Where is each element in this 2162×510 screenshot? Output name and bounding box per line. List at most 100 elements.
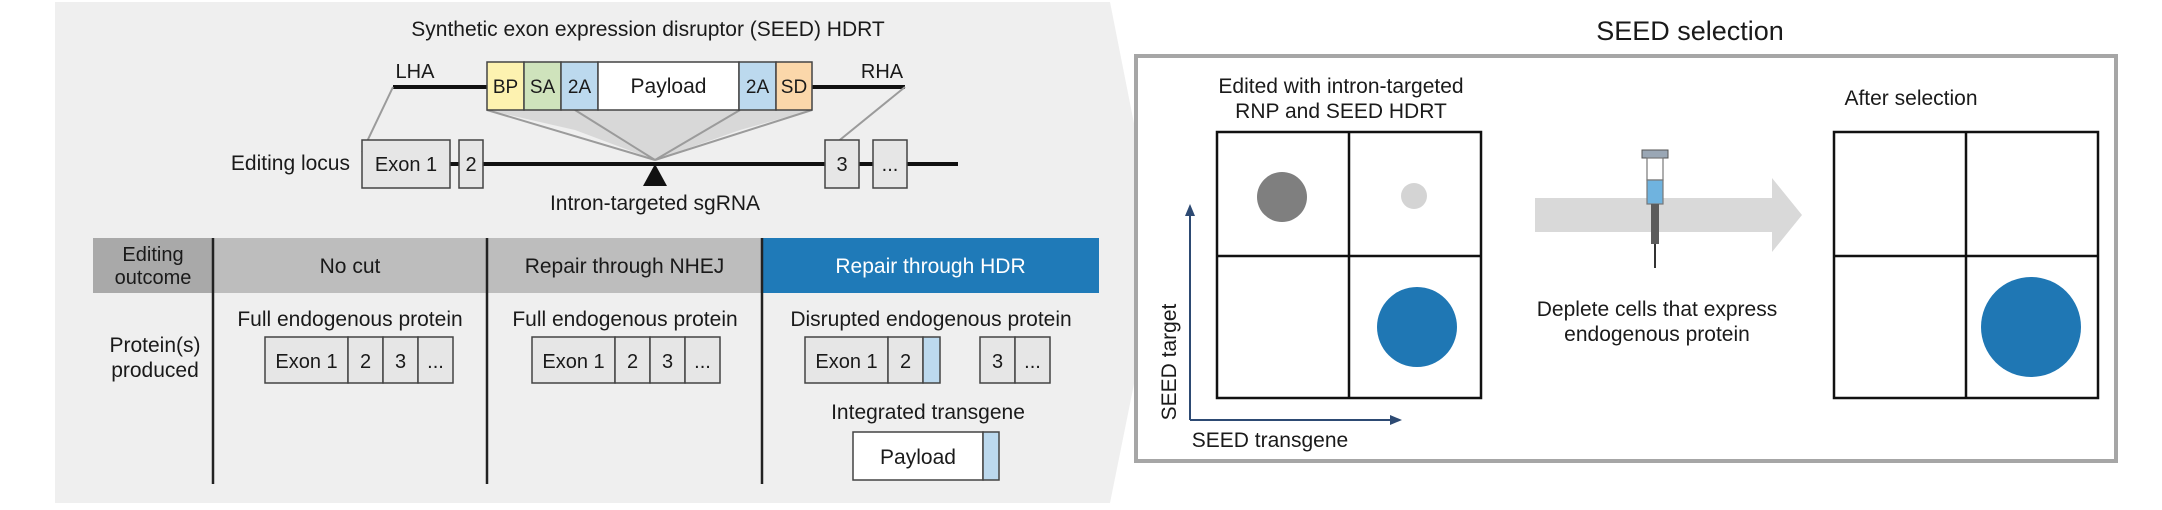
integrated-transgene-label: Integrated transgene — [831, 401, 1025, 424]
protein-exon-1-label: Exon 1 — [275, 351, 337, 373]
left-plot-caption-line-2: RNP and SEED HDRT — [1235, 100, 1447, 123]
population-seed-edited — [1377, 287, 1457, 367]
population-endogenous-only — [1257, 172, 1307, 222]
y-axis-label: SEED target — [1158, 303, 1181, 420]
protein-exon-2 — [347, 336, 384, 384]
protein-exon-3 — [382, 336, 419, 384]
x-axis-arrowhead — [1390, 415, 1402, 425]
deplete-caption-line-1: Deplete cells that express — [1537, 298, 1777, 321]
protein-exon-1 — [804, 336, 889, 384]
wedge-line-inner-left — [574, 109, 656, 161]
locus-exon-1 — [361, 139, 451, 189]
table-header-hdr-label: Repair through HDR — [835, 255, 1025, 278]
integrated-payload — [852, 431, 984, 481]
lha-label: LHA — [396, 61, 436, 83]
hdrt-segment-bp-label: BP — [493, 77, 518, 98]
population-seed-edited-enriched — [1981, 277, 2081, 377]
table-row-header-cell — [93, 238, 213, 293]
editing-locus-label: Editing locus — [231, 152, 350, 175]
hdrt-segment-sd — [775, 61, 813, 111]
protein-exon-3 — [649, 336, 686, 384]
hdrt-segment-sd-label: SD — [781, 77, 807, 98]
table-header-nhej-label: Repair through NHEJ — [525, 255, 725, 278]
table-row-label-line-1: Protein(s) — [109, 334, 200, 357]
locus-exon-3 — [824, 139, 860, 189]
protein-exon-2-label: 2 — [627, 351, 638, 373]
hdrt-segment-2a-right — [738, 61, 777, 111]
locus-exon-3-label: 3 — [836, 154, 847, 176]
hdrt-segment-payload — [597, 61, 740, 111]
sgrna-cut-site-marker — [643, 164, 667, 186]
table-header-no-cut-label: No cut — [320, 255, 381, 278]
sgrna-label: Intron-targeted sgRNA — [550, 192, 760, 215]
protein-exon-3-label: 3 — [395, 351, 406, 373]
syringe-barrel-liquid — [1646, 179, 1664, 205]
protein-exon-1 — [264, 336, 349, 384]
hdrt-segment-2a-right-label: 2A — [746, 77, 770, 98]
protein-more-exons-label: ... — [427, 351, 444, 373]
hdrt-segment-2a-left-label: 2A — [568, 77, 592, 98]
table-header-nhej — [487, 238, 762, 293]
syringe-hub — [1651, 204, 1659, 244]
protein-more-exons — [1014, 336, 1051, 384]
left-plot-caption-line-1: Edited with intron-targeted — [1218, 75, 1463, 98]
hdrt-segment-sa-label: SA — [530, 77, 556, 98]
right-plot-caption: After selection — [1844, 87, 1977, 110]
locus-more-exons-label: ... — [882, 154, 899, 176]
protein-exon-2-label: 2 — [360, 351, 371, 373]
insertion-wedge — [487, 110, 812, 160]
hdrt-segment-sa — [523, 61, 562, 111]
table-header-hdr — [762, 238, 1099, 293]
protein-exon-1 — [531, 336, 616, 384]
integrated-payload-label: Payload — [880, 446, 956, 469]
protein-more-exons-label: ... — [694, 351, 711, 373]
depletion-arrow — [1535, 178, 1802, 252]
protein-exon-3-label: 3 — [992, 351, 1003, 373]
wedge-line-inner-right — [654, 109, 741, 161]
rha-label: RHA — [861, 61, 904, 83]
hdrt-segment-payload-label: Payload — [631, 75, 707, 98]
nhej-protein: Exon 1 2 3 ... — [531, 336, 721, 384]
locus-exon-2 — [458, 139, 484, 189]
table-row-header-line-2: outcome — [115, 267, 192, 289]
deplete-caption-line-2: endogenous protein — [1564, 323, 1750, 346]
hdrt-title: Synthetic exon expression disruptor (SEE… — [411, 18, 885, 41]
protein-more-exons — [417, 336, 454, 384]
table-row-label-line-2: produced — [111, 359, 199, 382]
hdr-disrupted-protein: Exon 1 2 3 ... — [804, 336, 1051, 384]
locus-exon-2-label: 2 — [465, 154, 476, 176]
hdr-protein-subtitle: Disrupted endogenous protein — [790, 308, 1071, 331]
hdrt-segment-bp — [486, 61, 525, 111]
protein-exon-2-label: 2 — [900, 351, 911, 373]
after-selection-quadrant-plot — [1832, 130, 2100, 400]
locus-more-exons — [872, 139, 908, 189]
protein-exon-1-label: Exon 1 — [542, 351, 604, 373]
before-selection-quadrant-plot — [1215, 130, 1483, 400]
protein-2a-remnant — [922, 336, 941, 384]
no-cut-protein: Exon 1 2 3 ... — [264, 336, 454, 384]
locus-exon-1-label: Exon 1 — [375, 154, 437, 176]
syringe-icon — [1641, 149, 1669, 268]
syringe-barrel-top — [1646, 157, 1664, 181]
protein-more-exons-label: ... — [1024, 351, 1041, 373]
seed-selection-title: SEED selection — [1596, 16, 1784, 46]
x-axis-label: SEED transgene — [1192, 429, 1348, 452]
table-row-header-line-1: Editing — [122, 244, 183, 266]
protein-more-exons — [684, 336, 721, 384]
syringe-plunger-cap — [1641, 149, 1669, 159]
table-header-no-cut — [213, 238, 487, 293]
wedge-line-outer-left — [486, 109, 656, 161]
protein-exon-2 — [614, 336, 651, 384]
nhej-protein-subtitle: Full endogenous protein — [512, 308, 737, 331]
table-row-label: Protein(s)produced — [109, 334, 200, 382]
y-axis-arrowhead — [1185, 204, 1195, 216]
protein-exon-1-label: Exon 1 — [815, 351, 877, 373]
protein-exon-2 — [887, 336, 924, 384]
wedge-line-outer-right — [654, 109, 813, 161]
no-cut-protein-subtitle: Full endogenous protein — [237, 308, 462, 331]
population-double-positive — [1401, 183, 1427, 209]
